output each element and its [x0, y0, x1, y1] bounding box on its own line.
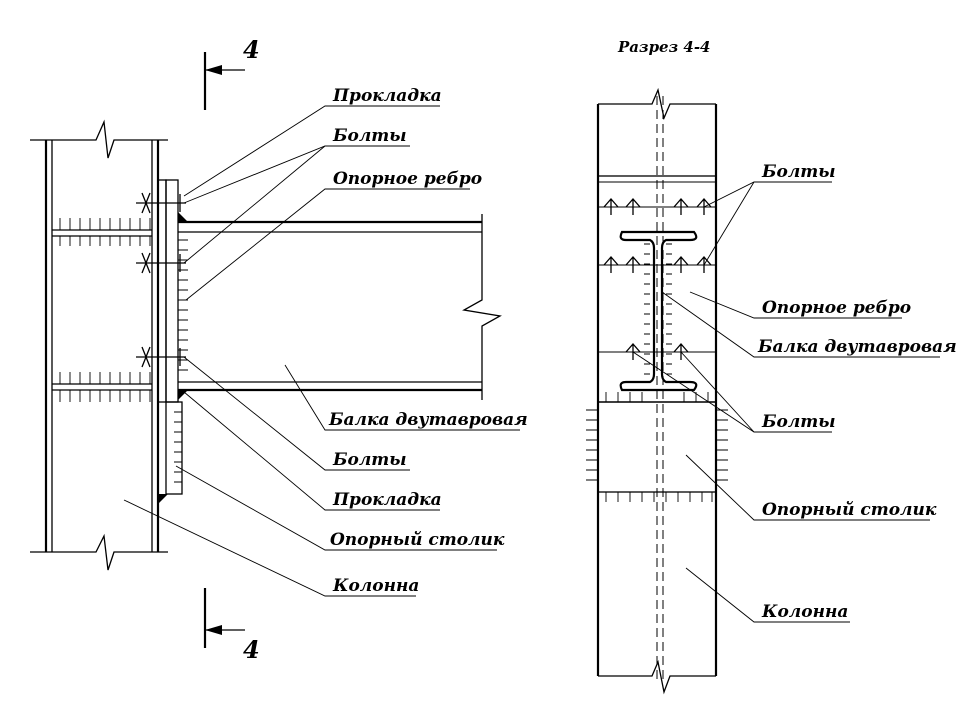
- right-label-support-rib: Опорное ребро: [762, 298, 911, 318]
- right-label-bolts-bottom: Болты: [761, 412, 836, 432]
- bolt-row-lower: [598, 343, 716, 360]
- right-leaders: [632, 181, 940, 623]
- label-i-beam: Балка двутавровая: [328, 410, 528, 430]
- right-i-beam-section: [619, 230, 698, 392]
- right-label-i-beam: Балка двутавровая: [757, 337, 957, 357]
- label-gasket-bottom: Прокладка: [332, 490, 442, 510]
- section-mark-bottom: 4: [203, 588, 260, 664]
- right-label-column: Колонна: [761, 602, 848, 622]
- left-end-plate: [165, 179, 179, 403]
- label-gasket-top: Прокладка: [332, 86, 442, 106]
- left-support-table: [158, 401, 183, 504]
- bolt-row-3: [136, 346, 186, 368]
- label-bolts-top: Болты: [332, 126, 407, 146]
- left-elevation-view: 4 4 Прокладка Болты Опорное ребро Балка …: [30, 35, 528, 664]
- section-mark-top-number: 4: [243, 35, 260, 64]
- label-column: Колонна: [332, 576, 419, 596]
- right-section-view: Разрез 4-4: [586, 38, 957, 695]
- left-i-beam: [178, 212, 502, 400]
- right-label-bolts-top: Болты: [761, 162, 836, 182]
- right-support-table: [586, 392, 728, 502]
- section-title: Разрез 4-4: [617, 38, 711, 56]
- section-mark-top: 4: [203, 35, 260, 110]
- left-leaders: [123, 105, 520, 597]
- bolt-row-top: [598, 198, 716, 215]
- left-bolts: [136, 192, 186, 368]
- left-column: [30, 119, 168, 571]
- right-label-support-table: Опорный столик: [762, 500, 937, 520]
- label-support-table: Опорный столик: [330, 530, 505, 550]
- section-mark-bottom-number: 4: [243, 635, 260, 664]
- left-gasket-plate: [157, 179, 167, 403]
- right-bolts: [598, 198, 716, 360]
- label-support-rib: Опорное ребро: [333, 169, 482, 189]
- bolt-row-2: [136, 252, 186, 274]
- label-bolts-bottom: Болты: [332, 450, 407, 470]
- bolt-row-middle: [598, 256, 716, 273]
- bolt-row-1: [136, 192, 186, 214]
